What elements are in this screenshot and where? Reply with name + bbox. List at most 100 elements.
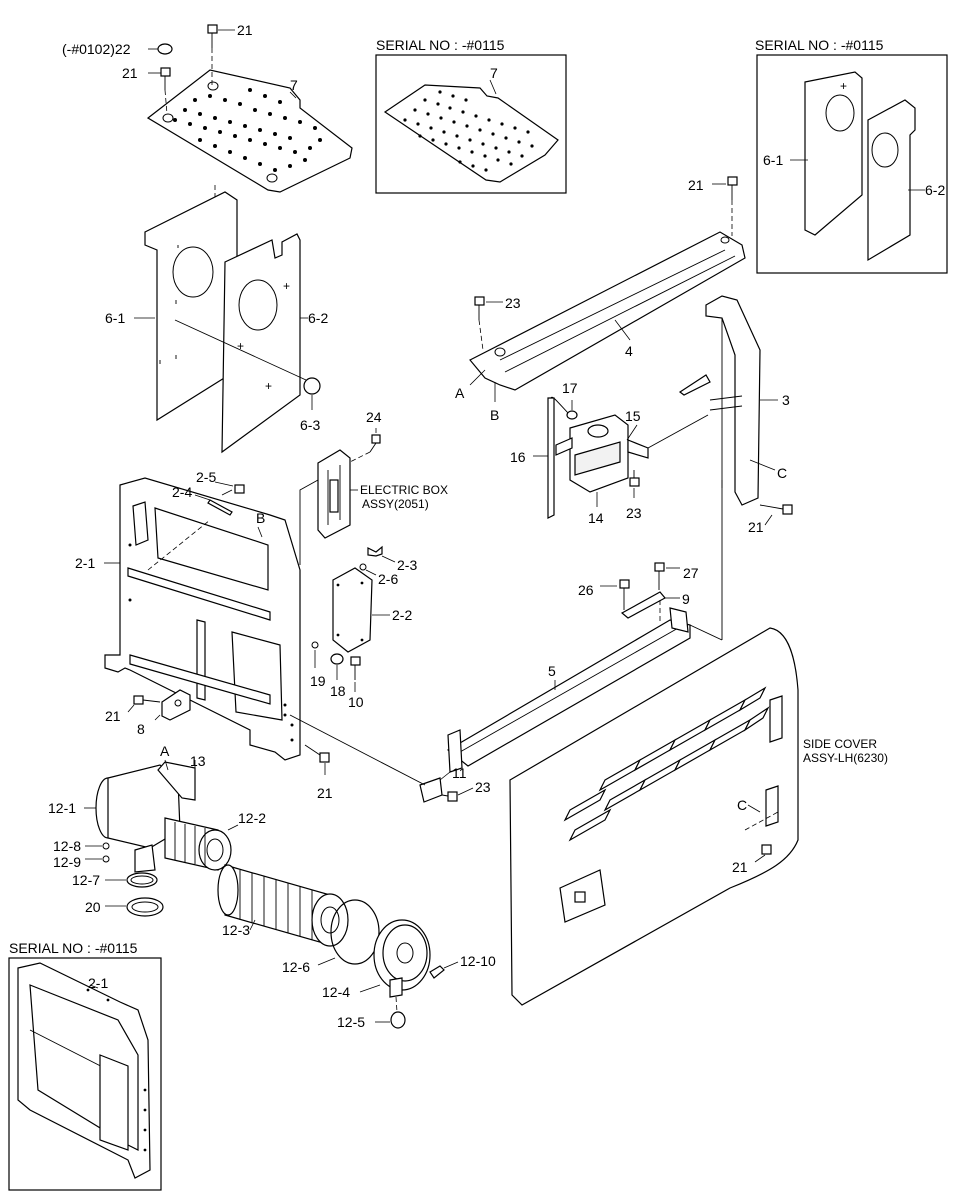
bolt-23-low: 23 [441, 779, 491, 802]
serial-box-frame: SERIAL NO : -#0115 2-1 [8, 940, 162, 1191]
plate-mark-4: + [265, 379, 272, 393]
label-6-2: 6-2 [308, 310, 328, 326]
valve-12-5: 12-5 [337, 996, 406, 1030]
label-3: 3 [782, 392, 790, 408]
side-cover-assy: C SIDE COVER ASSY-LH(6230) [509, 627, 888, 1006]
label-A2: A [160, 743, 170, 759]
label-18: 18 [330, 683, 346, 699]
label-27: 27 [683, 565, 699, 581]
label-B: B [490, 407, 499, 423]
wingnut-2-3: 2-3 [367, 545, 417, 573]
clip-2-4: 2-4 [172, 484, 233, 516]
nut-19: 19 [310, 641, 326, 689]
label-22: (-#0102)22 [62, 41, 131, 57]
bolt-10: 10 [348, 656, 364, 710]
label-6-1: 6-1 [105, 310, 125, 326]
rail-4: 4 A B [455, 231, 746, 423]
air-cleaner-12-1: 12-1 A 13 [48, 743, 206, 873]
label-23-low: 23 [475, 779, 491, 795]
label-21-b1: 21 [105, 708, 121, 724]
bolt-21-side: 21 [732, 844, 772, 875]
plate-mark-3: + [237, 339, 244, 353]
label-21-right: 21 [688, 177, 704, 193]
plate-mark: + [840, 79, 847, 93]
label-6-3: 6-3 [300, 417, 320, 433]
bolt-2-5: 2-5 [196, 469, 245, 496]
cover-perforations [173, 88, 322, 172]
label-16: 16 [510, 449, 526, 465]
latch-9: 9 [620, 591, 690, 622]
reserve-tank-14: 14 15 [555, 408, 709, 526]
serial-box-2-title: SERIAL NO : -#0115 [755, 37, 884, 53]
plate-mark-2: + [283, 279, 290, 293]
label-12-7: 12-7 [72, 872, 100, 888]
bolt-23-upper: 23 [474, 295, 521, 351]
rail-5: 5 [446, 607, 723, 773]
electric-box-label-2: ASSY(2051) [362, 497, 429, 511]
label-2-1: 2-1 [75, 555, 95, 571]
label-14: 14 [588, 510, 604, 526]
band-12-7: 12-7 [72, 872, 158, 888]
label-26: 26 [578, 582, 594, 598]
bracket-11: 11 [289, 714, 467, 803]
label-11: 11 [452, 765, 467, 781]
label-2-6: 2-6 [378, 571, 398, 587]
upright-3: 3 C [678, 295, 790, 640]
label-21-left: 21 [122, 65, 138, 81]
label-23-tank: 23 [626, 505, 642, 521]
label-2-5: 2-5 [196, 469, 216, 485]
bracket-8: 8 [137, 689, 191, 737]
label-21-r2: 21 [748, 519, 764, 535]
label-21-top: 21 [237, 22, 253, 38]
nut-12-8: 12-8 [53, 838, 110, 854]
side-cover-label-1: SIDE COVER [803, 737, 877, 751]
serial-box-3-title: SERIAL NO : -#0115 [9, 940, 138, 956]
bolt-21-b1: 21 [105, 695, 161, 724]
label-12-5: 12-5 [337, 1014, 365, 1030]
label-20: 20 [85, 899, 101, 915]
label-C2: C [737, 797, 747, 813]
label-15: 15 [625, 408, 641, 424]
washer-22: (-#0102)22 [62, 41, 173, 57]
nut-12-9: 12-9 [53, 854, 110, 870]
cover-plate-7: 7 [146, 69, 353, 193]
bolt-21-left: 21 [122, 65, 171, 115]
bolt-21-r2: 21 [748, 504, 793, 535]
label-2-1-box: 2-1 [88, 975, 108, 991]
serial-box-1-title: SERIAL NO : -#0115 [376, 37, 505, 53]
gasket-12-6: 12-6 [282, 899, 380, 975]
label-12-9: 12-9 [53, 854, 81, 870]
label-2-3: 2-3 [397, 557, 417, 573]
washer-18: 18 [330, 653, 346, 699]
label-12-4: 12-4 [322, 984, 350, 1000]
label-12-2: 12-2 [238, 810, 266, 826]
label-B2: B [256, 510, 265, 526]
label-5: 5 [548, 663, 556, 679]
label-12-8: 12-8 [53, 838, 81, 854]
label-23-upper: 23 [505, 295, 521, 311]
label-7-box: 7 [490, 65, 498, 81]
label-8: 8 [137, 721, 145, 737]
access-panel-2-2: 2-2 [332, 567, 412, 653]
knob-6-3: 6-3 [300, 377, 321, 433]
bolt-26: 26 [578, 579, 630, 610]
label-2-2: 2-2 [392, 607, 412, 623]
hose-16: 16 [510, 396, 569, 519]
label-19: 19 [310, 673, 326, 689]
label-24: 24 [366, 409, 382, 425]
side-cover-louvers [563, 686, 770, 842]
side-plate-6-1: 6-1 [105, 191, 238, 422]
label-C: C [777, 465, 787, 481]
label-9: 9 [682, 591, 690, 607]
label-12-6: 12-6 [282, 959, 310, 975]
serial-box-side-plates: SERIAL NO : -#0115 + 6-1 6-2 [755, 37, 948, 274]
bolt-27: 27 [654, 562, 699, 590]
cover-12-4: 12-4 [322, 919, 431, 1000]
electric-box: ELECTRIC BOX ASSY(2051) [299, 449, 448, 565]
clip-12-10: 12-10 [429, 953, 496, 979]
label-4: 4 [625, 343, 633, 359]
bolt-23-tank: 23 [626, 470, 642, 521]
perforation-grid [403, 90, 534, 172]
bolt-21-right: 21 [688, 176, 738, 236]
